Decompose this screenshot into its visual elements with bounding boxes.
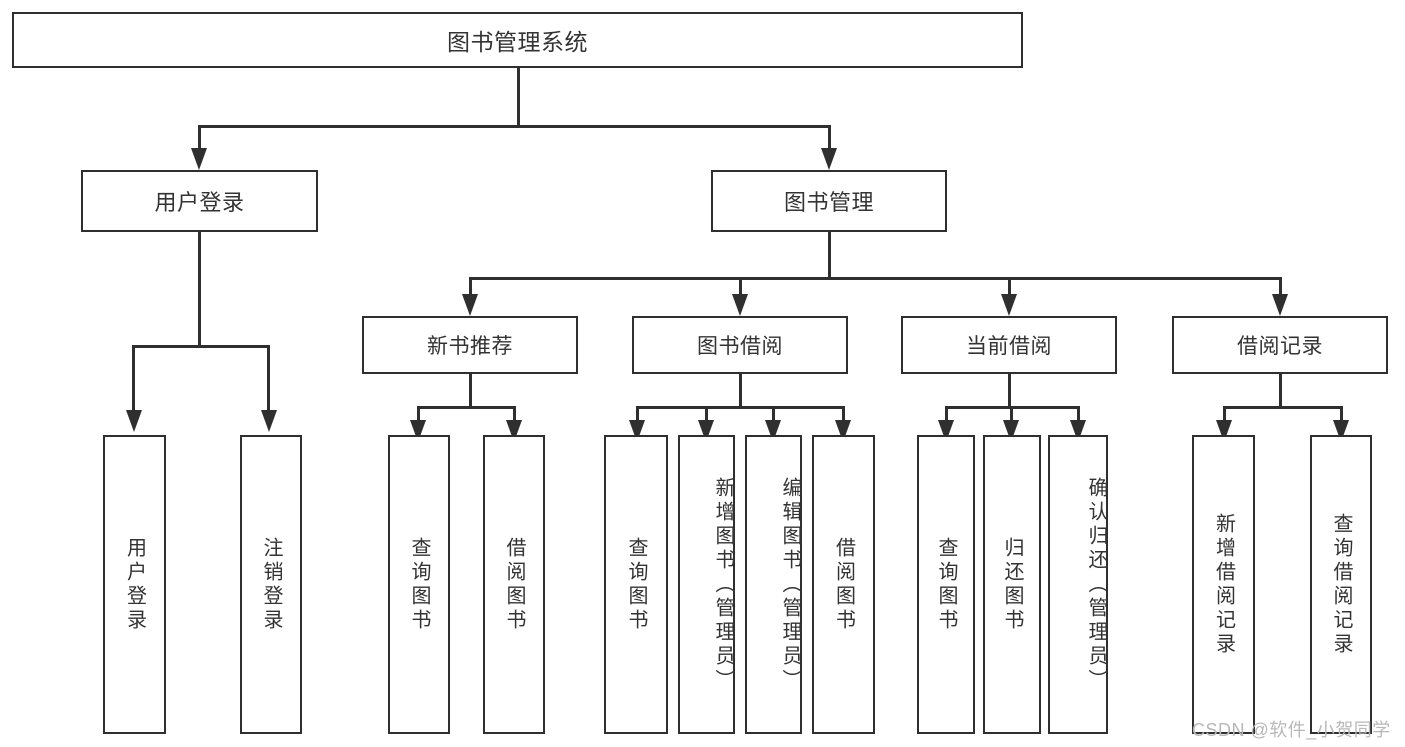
leaf-label: 注销登录 — [260, 536, 282, 633]
leaf-label: 借阅图书 — [832, 536, 855, 633]
connector-borrowrecord-bar — [1224, 406, 1343, 409]
connector-currentborrow-drop-2 — [1010, 406, 1013, 421]
node-label: 借阅记录 — [1237, 335, 1323, 358]
leaf-query-borrow-record[interactable]: 查询借阅记录 — [1310, 435, 1372, 734]
connector-bookborrow-stem — [739, 374, 742, 406]
leaf-borrow-book-recommend[interactable]: 借阅图书 — [483, 435, 545, 734]
leaf-edit-book-admin[interactable]: 编辑图书（管理员） — [745, 435, 802, 734]
leaf-add-book-admin[interactable]: 新增图书（管理员） — [678, 435, 735, 734]
leaf-query-book-recommend[interactable]: 查询图书 — [388, 435, 450, 734]
leaf-query-book-borrow[interactable]: 查询图书 — [604, 435, 668, 734]
connector-borrowrecord-drop-2 — [1340, 406, 1343, 421]
leaf-return-book[interactable]: 归还图书 — [983, 435, 1041, 734]
watermark-text: CSDN @软件_小贺同学 — [1192, 720, 1391, 740]
connector-userlogin-stem — [198, 232, 201, 345]
node-label: 用户登录 — [154, 190, 245, 215]
arrow-icon — [821, 148, 837, 170]
leaf-label: 归还图书 — [1001, 536, 1023, 633]
connector-bookmgmt-bar — [470, 277, 1281, 280]
leaf-label: 借阅图书 — [503, 536, 525, 633]
leaf-label: 编辑图书（管理员） — [779, 476, 801, 693]
node-book-borrow[interactable]: 图书借阅 — [632, 316, 848, 374]
leaf-label: 新增借阅记录 — [1212, 512, 1235, 657]
node-book-management[interactable]: 图书管理 — [711, 170, 947, 232]
connector-root-drop-right — [828, 125, 831, 149]
node-label: 当前借阅 — [966, 335, 1052, 358]
arrow-icon — [191, 148, 207, 170]
leaf-label: 查询借阅记录 — [1330, 512, 1352, 657]
leaf-add-borrow-record[interactable]: 新增借阅记录 — [1192, 435, 1255, 734]
arrow-icon — [261, 410, 277, 432]
connector-bookborrow-bar — [637, 406, 845, 409]
node-new-book-recommend[interactable]: 新书推荐 — [362, 316, 578, 374]
node-label: 图书管理 — [783, 190, 874, 215]
connector-borrowrecord-drop-1 — [1223, 406, 1226, 421]
node-label: 新书推荐 — [427, 335, 513, 358]
connector-bookmgmt-drop-4 — [1279, 277, 1282, 295]
connector-bookmgmt-stem — [828, 232, 831, 277]
leaf-label: 用户登录 — [123, 536, 146, 633]
connector-userlogin-drop-2 — [267, 345, 270, 411]
connector-root-drop-left — [198, 125, 201, 149]
node-borrow-record[interactable]: 借阅记录 — [1172, 316, 1388, 374]
connector-userlogin-drop-1 — [132, 345, 135, 411]
connector-bookmgmt-drop-2 — [739, 277, 742, 295]
arrow-icon — [462, 294, 478, 316]
connector-newbook-drop-2 — [513, 406, 516, 421]
node-user-login[interactable]: 用户登录 — [81, 170, 318, 232]
arrow-icon — [1272, 294, 1288, 316]
connector-bookborrow-drop-4 — [842, 406, 845, 421]
connector-bookmgmt-drop-3 — [1008, 277, 1011, 295]
leaf-label: 新增图书（管理员） — [712, 476, 734, 693]
connector-userlogin-bar — [133, 345, 269, 348]
leaf-label: 查询图书 — [408, 536, 430, 633]
connector-bookborrow-drop-1 — [636, 406, 639, 421]
arrow-icon — [732, 294, 748, 316]
connector-bookmgmt-drop-1 — [469, 277, 472, 295]
leaf-borrow-book[interactable]: 借阅图书 — [812, 435, 875, 734]
leaf-label: 查询图书 — [625, 536, 647, 633]
connector-newbook-drop-1 — [417, 406, 420, 421]
arrow-icon — [126, 410, 142, 432]
connector-currentborrow-drop-1 — [945, 406, 948, 421]
arrow-icon — [1001, 294, 1017, 316]
leaf-logout[interactable]: 注销登录 — [240, 435, 302, 734]
connector-currentborrow-drop-3 — [1077, 406, 1080, 421]
leaf-confirm-return-admin[interactable]: 确认归还（管理员） — [1048, 435, 1108, 734]
leaf-label: 确认归还（管理员） — [1085, 476, 1107, 693]
connector-root-stem — [517, 68, 520, 125]
connector-borrowrecord-stem — [1279, 374, 1282, 406]
connector-bookborrow-drop-2 — [705, 406, 708, 421]
node-label: 图书管理系统 — [447, 29, 588, 55]
connector-newbook-stem — [469, 374, 472, 406]
node-root-system[interactable]: 图书管理系统 — [12, 12, 1023, 68]
connector-currentborrow-bar — [946, 406, 1080, 409]
connector-newbook-bar — [418, 406, 515, 409]
connector-root-bar — [199, 125, 831, 128]
node-current-borrow[interactable]: 当前借阅 — [901, 316, 1117, 374]
leaf-user-login[interactable]: 用户登录 — [103, 435, 166, 734]
leaf-query-book-current[interactable]: 查询图书 — [917, 435, 975, 734]
connector-bookborrow-drop-3 — [772, 406, 775, 421]
leaf-label: 查询图书 — [935, 536, 957, 633]
node-label: 图书借阅 — [697, 335, 783, 358]
connector-currentborrow-stem — [1008, 374, 1011, 406]
